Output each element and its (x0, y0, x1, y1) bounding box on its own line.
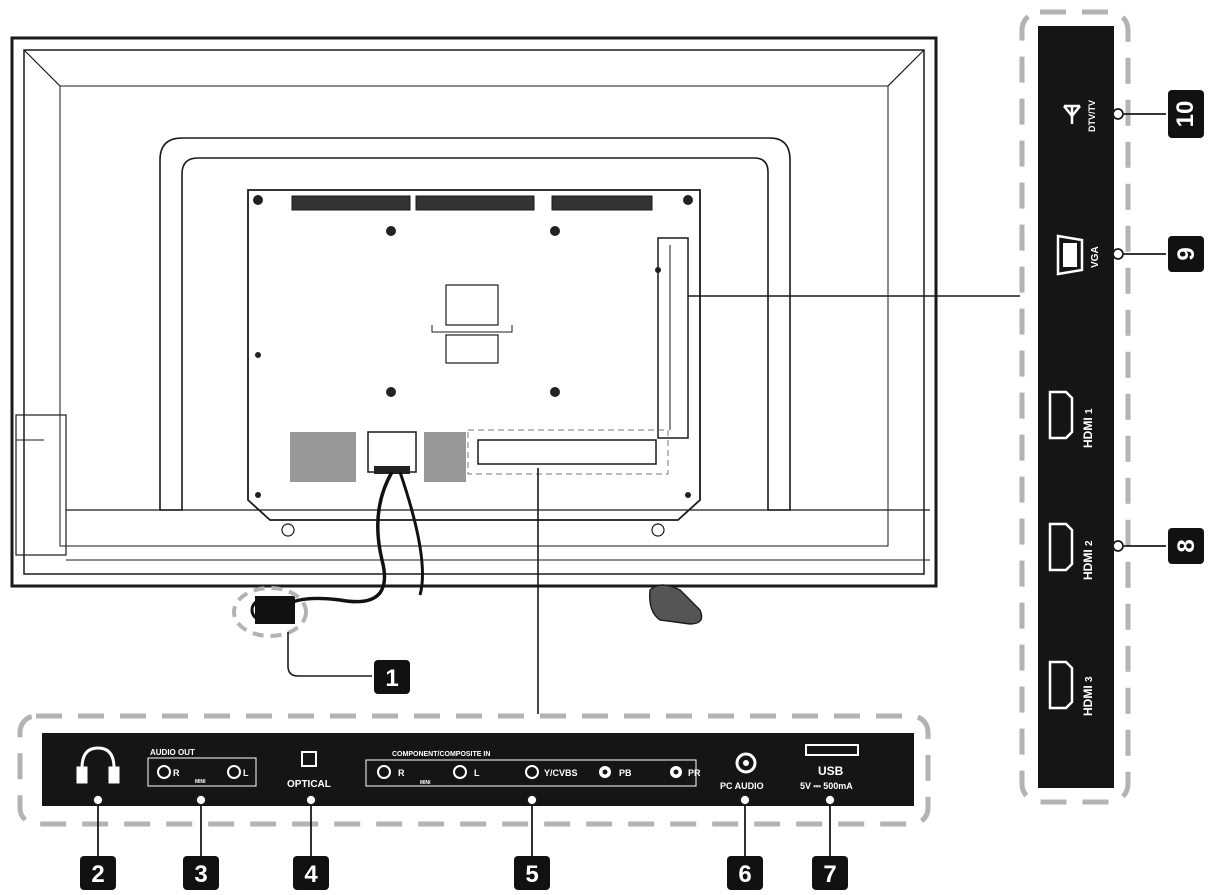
svg-text:3: 3 (194, 861, 207, 888)
power-plug (232, 586, 308, 638)
callout-1: 1 (374, 660, 410, 694)
audio-out-r-label: R (173, 768, 180, 778)
callout-6: 6 (727, 856, 763, 890)
power-cord (283, 471, 394, 608)
usb-label: USB (818, 764, 844, 778)
callout-10: 10 (1168, 90, 1204, 138)
svg-text:8: 8 (1173, 539, 1200, 552)
component-pb-label: PB (619, 768, 632, 778)
top-vents (291, 195, 653, 211)
callout-4: 4 (293, 856, 329, 890)
tv-outer-frame (10, 36, 938, 588)
antenna-icon (1063, 104, 1081, 124)
svg-text:6: 6 (738, 861, 751, 888)
antenna-label: DTV/TV (1087, 100, 1097, 132)
audio-out-r-jack (157, 765, 171, 779)
hdmi-3-port-icon (1048, 660, 1074, 710)
callout-3: 3 (183, 856, 219, 890)
side-dashed-outline (1019, 9, 1131, 805)
vesa-holes (253, 195, 693, 498)
svg-text:4: 4 (304, 861, 318, 888)
vga-label: VGA (1090, 246, 1101, 268)
bottom-panel-body (42, 733, 914, 806)
tv-u-rib (159, 137, 791, 511)
tv-back (10, 36, 938, 625)
callout-5: 5 (514, 856, 550, 890)
bottom-dashed-outline (17, 713, 931, 827)
usb-port-icon (805, 744, 859, 756)
svg-text:9: 9 (1173, 247, 1200, 260)
callout-8: 8 (1168, 528, 1204, 564)
usb-spec: 5V ⎓ 500mA (800, 781, 853, 791)
svg-text:5: 5 (525, 861, 538, 888)
headphones-icon (76, 746, 120, 784)
audio-out-l-jack (227, 765, 241, 779)
tv-inner-frame (23, 49, 925, 575)
audio-out-mini-label: MINI (195, 779, 206, 785)
audio-out-header: AUDIO OUT (150, 748, 195, 757)
side-vents (290, 432, 466, 482)
hdmi-1-port-icon (1048, 390, 1074, 440)
vga-port-icon (1056, 234, 1084, 276)
tv-center-block (247, 189, 701, 521)
callout-9: 9 (1168, 236, 1204, 272)
stand-foot (649, 584, 703, 625)
component-header: COMPONENT/COMPOSITE IN (392, 751, 490, 758)
svg-text:1: 1 (385, 665, 398, 692)
callouts: 1 2 3 4 5 6 7 8 9 10 (80, 90, 1204, 890)
hdmi-1-label: HDMI 1 (1081, 408, 1095, 448)
hdmi-3-label: HDMI 3 (1081, 676, 1095, 716)
side-panel: DTV/TV VGA HDMI 1 HDMI 2 HDMI 3 (1019, 9, 1166, 805)
pc-audio-jack (735, 752, 757, 774)
pc-audio-label: PC AUDIO (720, 781, 764, 791)
callout-7: 7 (812, 856, 848, 890)
svg-text:10: 10 (1172, 101, 1199, 128)
bottom-panel: AUDIO OUT R L MINI OPTICAL COMPONENT/COM… (17, 713, 931, 856)
component-y-label: Y/CVBS (544, 768, 578, 778)
leader-lines (287, 295, 1020, 714)
optical-label: OPTICAL (287, 779, 331, 790)
component-l-label: L (474, 768, 480, 778)
component-r-label: R (398, 768, 405, 778)
svg-text:2: 2 (91, 861, 104, 888)
hdmi-2-label: HDMI 2 (1081, 540, 1095, 580)
callout-2: 2 (80, 856, 116, 890)
component-mini-label: MINI (420, 780, 431, 786)
svg-text:7: 7 (823, 861, 836, 888)
audio-out-l-label: L (243, 768, 249, 778)
optical-port-icon (301, 751, 317, 767)
component-pr-label: PR (688, 768, 701, 778)
hdmi-2-port-icon (1048, 522, 1074, 572)
